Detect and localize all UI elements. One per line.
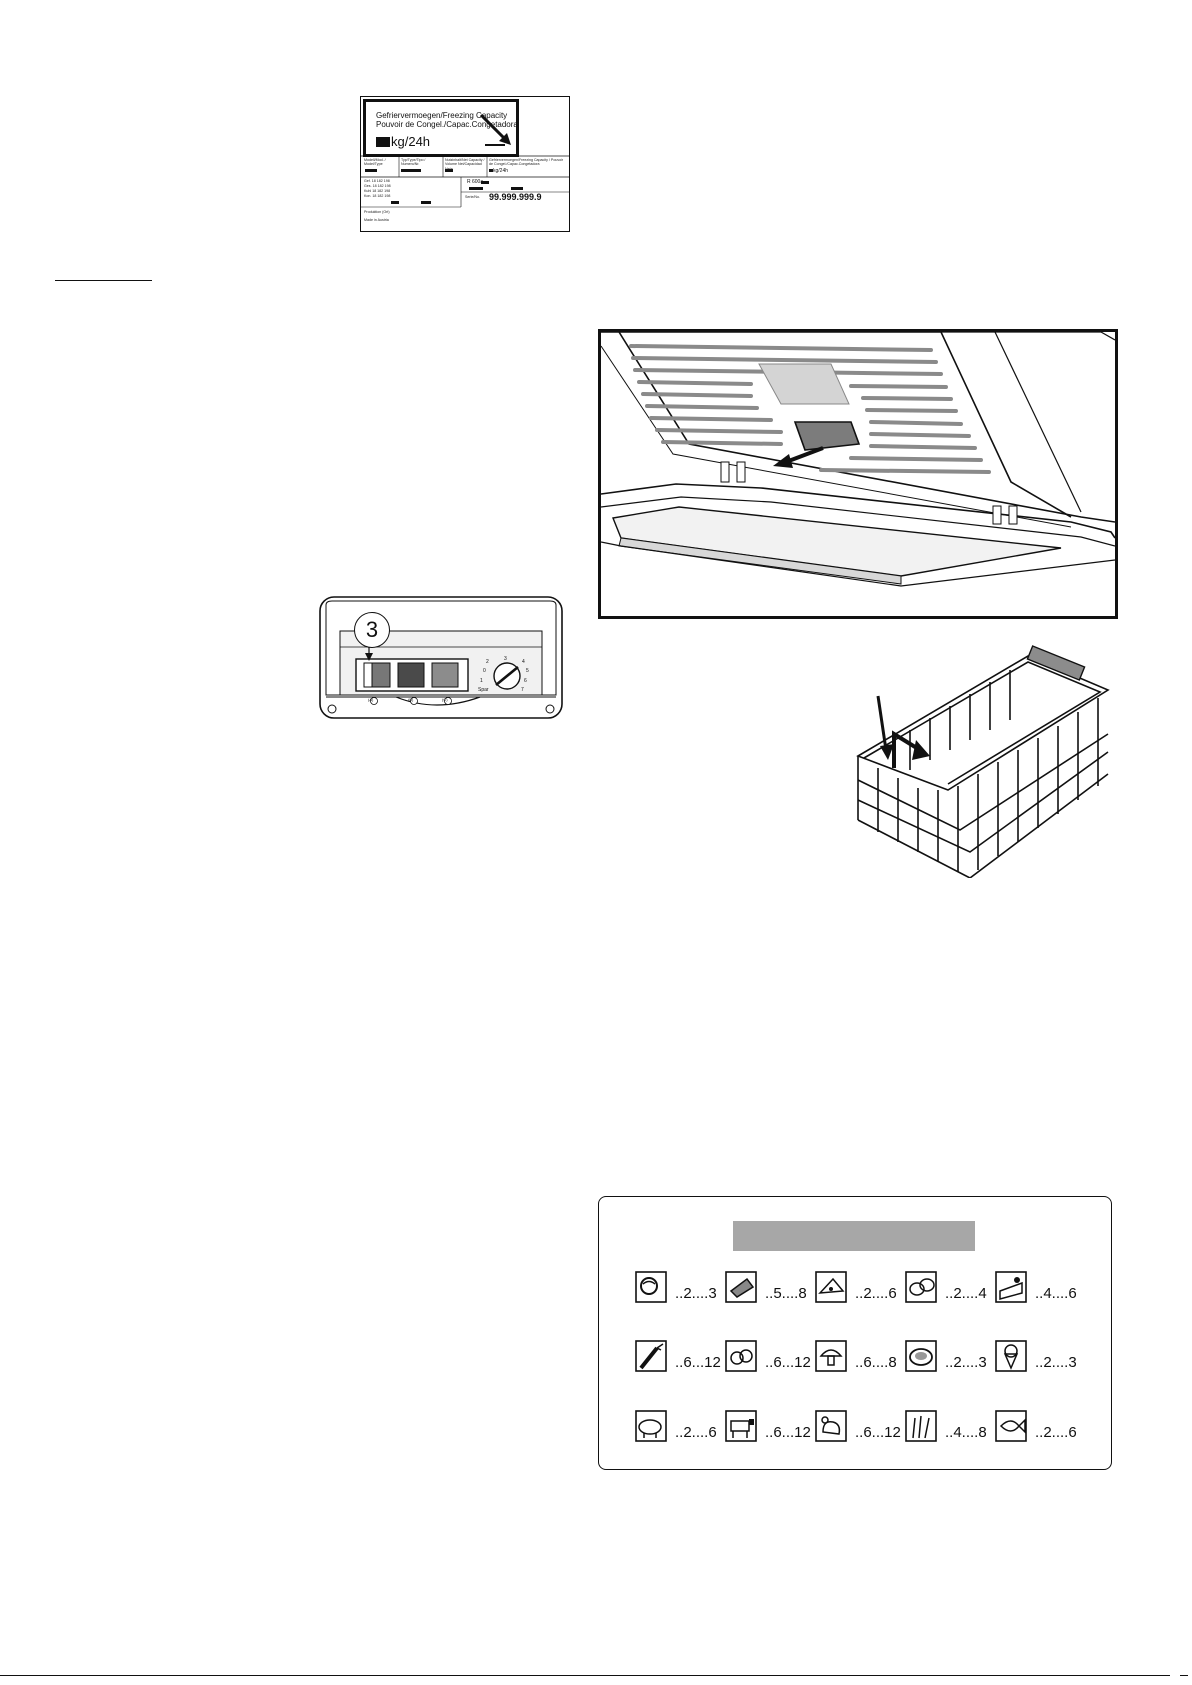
ready-meal-icon bbox=[905, 1340, 937, 1372]
dial-mark-5: 5 bbox=[526, 668, 529, 674]
cheese-icon bbox=[815, 1271, 847, 1303]
storage-months: ..6....8 bbox=[855, 1354, 897, 1371]
storage-months: ..2....6 bbox=[855, 1285, 897, 1302]
cake-icon bbox=[995, 1271, 1027, 1303]
sausage-icon bbox=[905, 1271, 937, 1303]
plate-row2: Ges. 18 182 198 bbox=[364, 184, 391, 188]
storage-months: ..2....6 bbox=[675, 1424, 717, 1441]
dial-mark-6: 6 bbox=[524, 678, 527, 684]
pastry-icon bbox=[725, 1271, 757, 1303]
dial-label: Spar bbox=[478, 687, 489, 693]
dial-mark-3: 3 bbox=[504, 656, 507, 662]
control-panel-illustration: 0 1 2 3 4 5 6 7 Spar (A) (B) (C) bbox=[318, 595, 564, 720]
storage-cell: ..2....3 bbox=[635, 1271, 725, 1311]
footer-rule bbox=[0, 1675, 1170, 1676]
storage-cell: ..4....8 bbox=[905, 1410, 995, 1450]
storage-months: ..6...12 bbox=[855, 1424, 901, 1441]
pig-icon bbox=[635, 1410, 667, 1442]
herbs-icon bbox=[905, 1410, 937, 1442]
dial-mark-2: 2 bbox=[486, 659, 489, 665]
plate-serial-label: Serie/No. bbox=[465, 195, 480, 199]
storage-cell: ..2....6 bbox=[635, 1410, 725, 1450]
storage-months: ..4....8 bbox=[945, 1424, 987, 1441]
callout-number: 3 bbox=[354, 612, 390, 648]
plate-unit-small: kg/24h bbox=[493, 168, 509, 174]
ice-cream-icon bbox=[995, 1340, 1027, 1372]
storage-cell: ..2....6 bbox=[815, 1271, 905, 1311]
plate-made-in: Made in Austria bbox=[364, 218, 389, 222]
mushroom-icon bbox=[815, 1340, 847, 1372]
section-rule bbox=[55, 280, 152, 281]
control-panel-drawing bbox=[319, 596, 563, 719]
cow-icon bbox=[725, 1410, 757, 1442]
plate-col-model: Modell/Mod. / Model/Type bbox=[364, 158, 386, 167]
storage-cell: ..6...12 bbox=[725, 1340, 815, 1380]
plate-production: Produktion (Ort) bbox=[364, 210, 390, 214]
plate-row4: Kon. 18 182 198 bbox=[364, 194, 391, 198]
capacity-unit: kg/24h bbox=[376, 134, 430, 149]
wire-basket-illustration bbox=[850, 640, 1118, 879]
open-lid-illustration bbox=[598, 329, 1118, 619]
dial-mark-4: 4 bbox=[522, 659, 525, 665]
symbol-a: (A) bbox=[368, 697, 374, 702]
dial-mark-0: 0 bbox=[483, 668, 486, 674]
storage-months: ..2....3 bbox=[675, 1285, 717, 1302]
storage-months: ..4....6 bbox=[1035, 1285, 1077, 1302]
storage-cell: ..2....3 bbox=[995, 1340, 1085, 1380]
dial-mark-1: 1 bbox=[480, 678, 483, 684]
plate-col-freezing: Gefriervermoegen/Freezing Capacity / Pou… bbox=[489, 158, 564, 167]
storage-months: ..2....6 bbox=[1035, 1424, 1077, 1441]
storage-times-table: ..2....3 ..5....8 ..2....6 ..2....4 ..4....6… bbox=[598, 1196, 1112, 1470]
symbol-c: (C) bbox=[442, 697, 448, 702]
storage-cell: ..2....6 bbox=[995, 1410, 1085, 1450]
rating-plate: Gefriervermoegen/Freezing Capacity Pouvo… bbox=[360, 96, 570, 232]
plate-row3: Kuhl 18 182 198 bbox=[364, 189, 391, 193]
plate-row1: Gef. 18 182 198 bbox=[364, 179, 390, 183]
storage-cell: ..6....8 bbox=[815, 1340, 905, 1380]
storage-months: ..6...12 bbox=[765, 1424, 811, 1441]
storage-cell: ..5....8 bbox=[725, 1271, 815, 1311]
storage-cell: ..6...12 bbox=[635, 1340, 725, 1380]
fruit-icon bbox=[725, 1340, 757, 1372]
symbol-b: (B) bbox=[408, 697, 414, 702]
plate-col-type: Typ/Type/Tipo / Numero/Nr. bbox=[401, 158, 426, 167]
storage-cell: ..4....6 bbox=[995, 1271, 1085, 1311]
plate-lines bbox=[361, 113, 569, 208]
chicken-icon bbox=[815, 1410, 847, 1442]
storage-months: ..2....3 bbox=[1035, 1354, 1077, 1371]
freezing-capacity-box: Gefriervermoegen/Freezing Capacity Pouvo… bbox=[363, 99, 519, 157]
storage-cell: ..2....3 bbox=[905, 1340, 995, 1380]
fish-icon bbox=[995, 1410, 1027, 1442]
storage-cell: ..6...12 bbox=[725, 1410, 815, 1450]
storage-cell: ..6...12 bbox=[815, 1410, 905, 1450]
storage-months: ..6...12 bbox=[765, 1354, 811, 1371]
capacity-heading-line1: Gefriervermoegen/Freezing Capacity bbox=[376, 111, 508, 120]
storage-months: ..6...12 bbox=[675, 1354, 721, 1371]
storage-cell: ..2....4 bbox=[905, 1271, 995, 1311]
freezer-lid-drawing bbox=[601, 332, 1115, 587]
carrot-icon bbox=[635, 1340, 667, 1372]
plate-col-net: Nutzinhalt/Net Capacity / Volume Net/Cap… bbox=[445, 158, 485, 171]
plate-refrigerant: R 600a bbox=[467, 179, 484, 185]
capacity-heading-line2: Pouvoir de Congel./Capac.Congetadora bbox=[376, 120, 518, 129]
bread-icon bbox=[635, 1271, 667, 1303]
storage-table-header-bar bbox=[733, 1221, 975, 1251]
storage-months: ..2....3 bbox=[945, 1354, 987, 1371]
wire-basket-drawing bbox=[856, 645, 1110, 879]
storage-months: ..5....8 bbox=[765, 1285, 807, 1302]
footer-tick bbox=[1180, 1675, 1188, 1676]
storage-months: ..2....4 bbox=[945, 1285, 987, 1302]
dial-mark-7: 7 bbox=[521, 687, 524, 693]
plate-serial-value: 99.999.999.9 bbox=[489, 192, 542, 202]
